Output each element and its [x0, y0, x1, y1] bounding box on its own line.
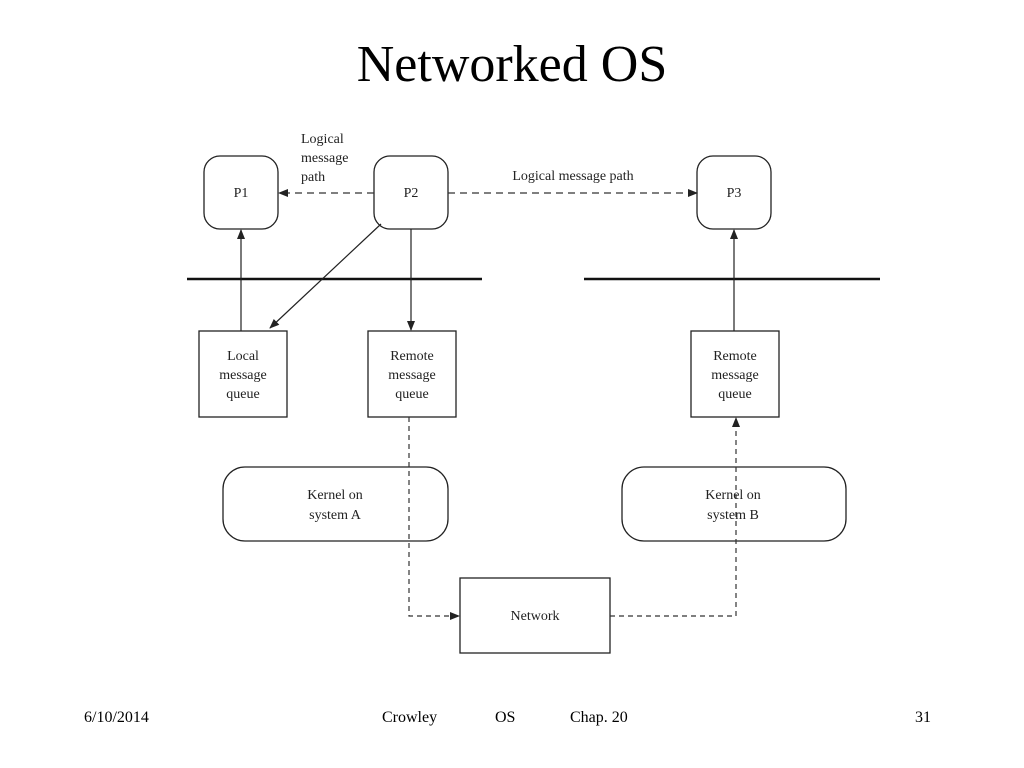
local-queue-a-label-line-2: message	[219, 368, 266, 383]
remote-queue-a-label-line-2: message	[388, 368, 435, 383]
remote-queue-a-label-line-1: Remote	[390, 349, 434, 364]
kernel-system-b: Kernel on system B	[621, 466, 847, 542]
logical-path-label-p1-line-2: message	[301, 151, 348, 166]
slide-title: Networked OS	[356, 36, 668, 93]
footer-course: OS	[495, 709, 516, 726]
remote-message-queue-b: Remote message queue	[690, 330, 780, 418]
process-p3-label: P3	[727, 186, 742, 201]
footer-chapter: Chap. 20	[570, 709, 628, 726]
network-label: Network	[511, 609, 560, 624]
network-box: Network	[459, 577, 611, 654]
logical-path-label-p3: Logical message path	[512, 169, 633, 184]
remote-message-queue-a: Remote message queue	[367, 330, 457, 418]
logical-path-label-p1-line-1: Logical	[301, 132, 344, 147]
process-p1: P1	[203, 155, 279, 230]
remote-queue-b-label-line-1: Remote	[713, 349, 757, 364]
remote-queue-a-label-line-3: queue	[395, 387, 428, 402]
process-p2-label: P2	[404, 186, 419, 201]
footer-author: Crowley	[382, 709, 438, 726]
slide-page-number: 31	[915, 709, 931, 726]
remote-queue-b-label-line-2: message	[711, 368, 758, 383]
local-message-queue-a: Local message queue	[198, 330, 288, 418]
local-queue-a-label-line-3: queue	[226, 387, 259, 402]
remote-queue-b-label-line-3: queue	[718, 387, 751, 402]
kernel-a-label-line-1: Kernel on	[307, 488, 363, 503]
kernel-a-label-line-2: system A	[309, 508, 362, 523]
remote-queue-a-to-network-path	[408, 417, 460, 620]
process-p1-label: P1	[234, 186, 249, 201]
kernel-system-a: Kernel on system A	[222, 466, 449, 542]
footer-date: 6/10/2014	[84, 709, 149, 726]
process-p3: P3	[696, 155, 772, 230]
kernel-b-label-line-2: system B	[707, 508, 759, 523]
logical-path-label-p1-line-3: path	[301, 170, 325, 185]
network-to-remote-queue-b-path	[610, 417, 740, 617]
local-queue-a-label-line-1: Local	[227, 349, 259, 364]
process-p2: P2	[373, 155, 449, 230]
p2-to-local-queue-arrow	[269, 223, 382, 329]
kernel-b-label-line-1: Kernel on	[705, 488, 761, 503]
